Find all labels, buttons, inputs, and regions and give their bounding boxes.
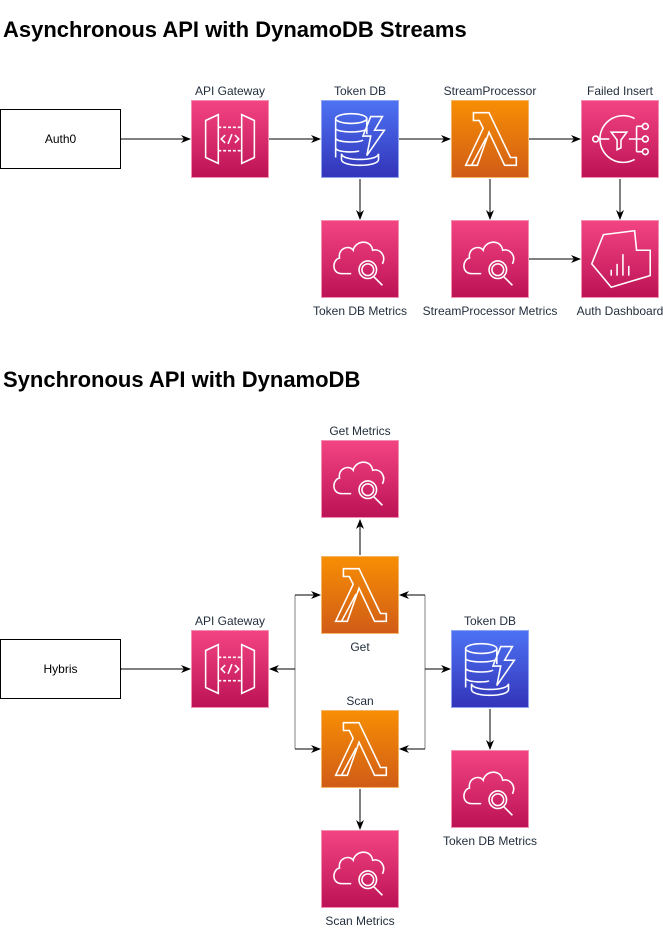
lambda-icon [464, 111, 518, 167]
hybris-node[interactable]: Hybris [0, 639, 121, 699]
token-db-node[interactable] [321, 100, 399, 178]
lambda-icon [334, 567, 388, 623]
scan-metrics-node[interactable] [321, 830, 399, 908]
auth0-node[interactable]: Auth0 [0, 109, 121, 169]
token-db-sync-label: Token DB [463, 614, 517, 628]
stream-processor-node[interactable] [451, 100, 529, 178]
api-gateway-sync-label: API Gateway [194, 614, 266, 628]
dynamodb-icon [334, 112, 386, 167]
get-lambda-node[interactable] [321, 556, 399, 634]
section-title-async: Asynchronous API with DynamoDB Streams [3, 17, 467, 42]
stream-processor-label: StreamProcessor [443, 84, 537, 98]
get-label: Get [350, 640, 370, 654]
api-gateway-node[interactable] [191, 100, 269, 178]
stream-processor-metrics-node[interactable] [451, 220, 529, 298]
auth-dashboard-node[interactable] [581, 220, 659, 298]
scan-metrics-label: Scan Metrics [325, 914, 395, 928]
sns-topic-icon [591, 114, 650, 164]
get-metrics-node[interactable] [321, 440, 399, 518]
auth-dashboard-label: Auth Dashboard [576, 304, 663, 318]
token-db-metrics-node[interactable] [321, 220, 399, 298]
token-db-metrics-sync-node[interactable] [451, 750, 529, 828]
scan-label: Scan [346, 694, 374, 708]
get-metrics-label: Get Metrics [329, 424, 391, 438]
quicksight-icon [590, 229, 651, 289]
token-db-sync-node[interactable] [451, 630, 529, 708]
section-title-sync: Synchronous API with DynamoDB [3, 367, 361, 392]
token-db-metrics-label: Token DB Metrics [312, 304, 408, 318]
scan-lambda-node[interactable] [321, 710, 399, 788]
api-gateway-icon [204, 643, 256, 695]
failed-insert-node[interactable] [581, 100, 659, 178]
cloudwatch-icon [333, 461, 385, 506]
api-gateway-icon [204, 113, 256, 165]
cloudwatch-icon [333, 241, 385, 286]
token-db-label: Token DB [333, 84, 387, 98]
api-gateway-sync-node[interactable] [191, 630, 269, 708]
token-db-metrics-sync-label: Token DB Metrics [442, 834, 538, 848]
failed-insert-label: Failed Insert [586, 84, 654, 98]
dynamodb-icon [464, 642, 516, 697]
cloudwatch-icon [463, 241, 515, 286]
stream-processor-metrics-label: StreamProcessor Metrics [422, 304, 558, 318]
api-gateway-label: API Gateway [194, 84, 266, 98]
cloudwatch-icon [463, 771, 515, 816]
cloudwatch-icon [333, 851, 385, 896]
lambda-icon [334, 721, 388, 777]
